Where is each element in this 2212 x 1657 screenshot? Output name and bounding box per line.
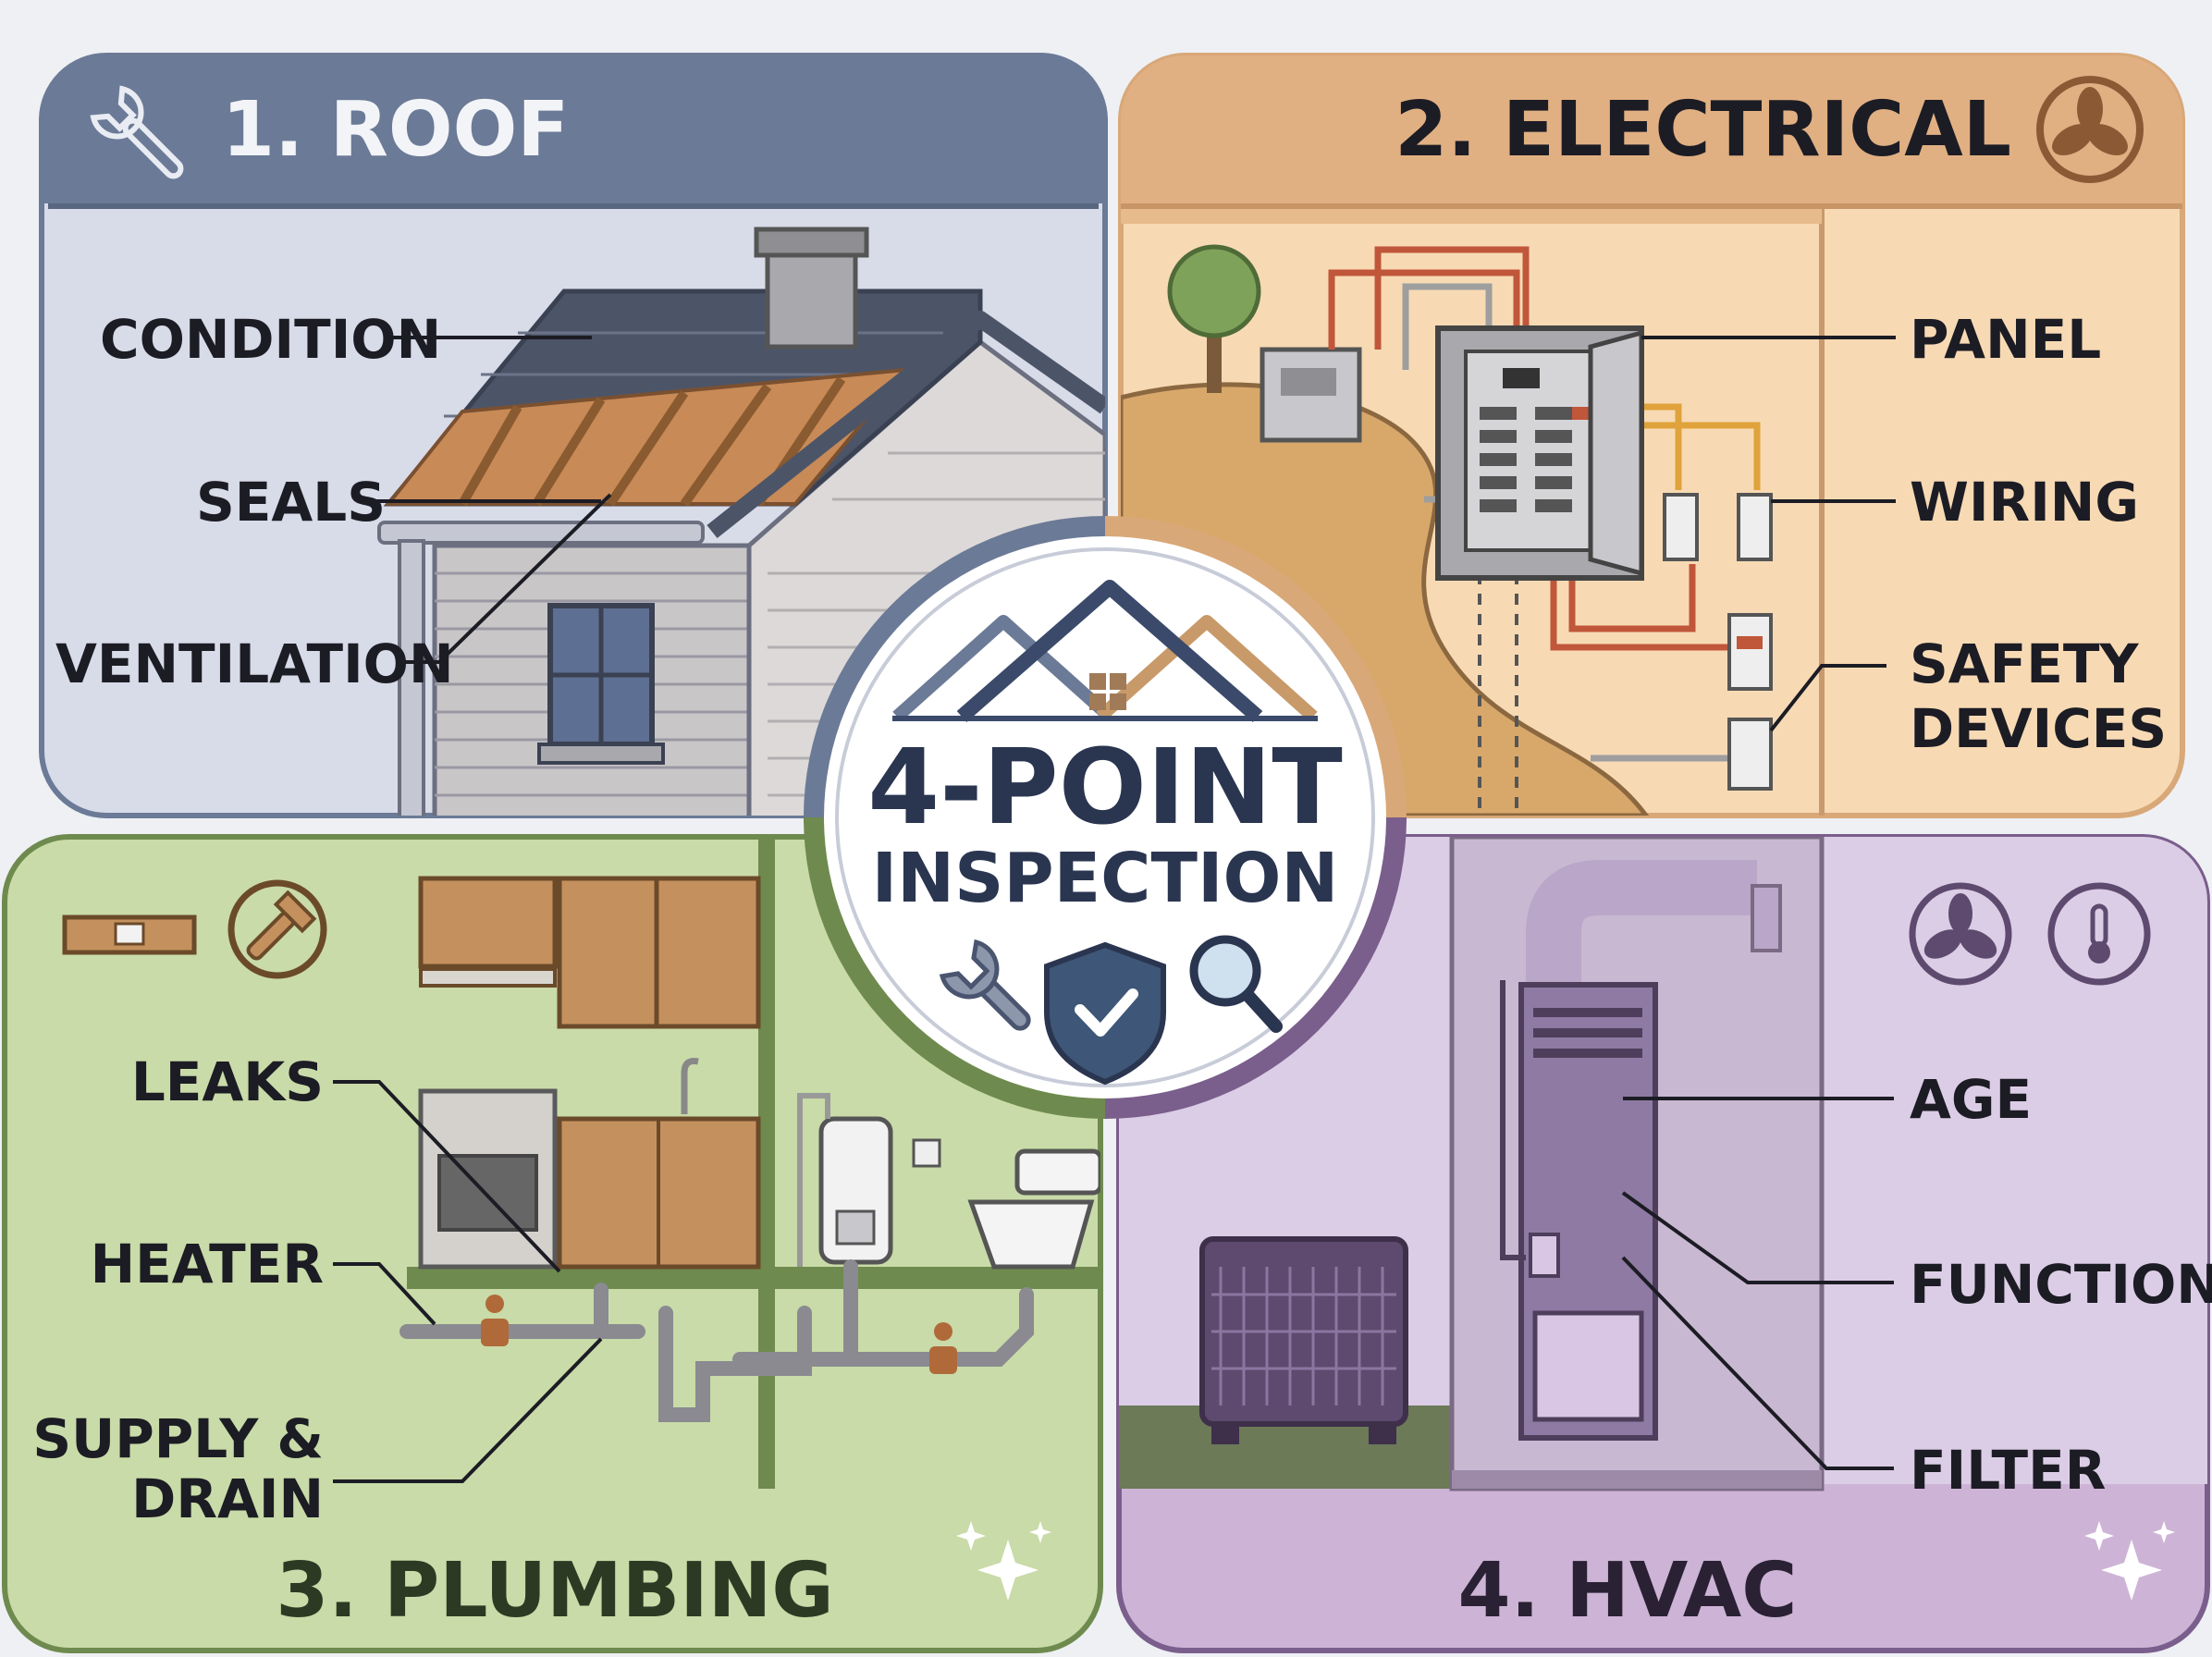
furnace-illustration [1500, 860, 1782, 1441]
label-leaks: LEAKS [131, 1050, 324, 1113]
tree-illustration [1167, 244, 1261, 393]
fan-icon [1909, 882, 2012, 986]
thermometer-icon [2047, 882, 2151, 986]
label-seals: SEALS [196, 471, 386, 534]
plumbing-title: 3. PLUMBING [276, 1547, 833, 1635]
center-title-line1: 4-POINT [867, 728, 1343, 848]
label-condition: CONDITION [100, 308, 441, 371]
label-filter: FILTER [1910, 1439, 2106, 1502]
center-title-line2: INSPECTION [872, 839, 1339, 918]
sparkle-icon [2084, 1521, 2175, 1601]
sparkle-icon [956, 1521, 1051, 1601]
center-badge: 4-POINT INSPECTION [804, 516, 1407, 1119]
label-panel: PANEL [1910, 308, 2101, 371]
plumbing-callouts [333, 1080, 603, 1483]
shield-check-icon [1044, 941, 1166, 1086]
house-logo [892, 580, 1318, 723]
ac-unit-illustration [1199, 1236, 1408, 1444]
level-icon [62, 914, 197, 955]
pipe-wrench-icon [227, 879, 327, 979]
electrical-title: 2. ELECTRICAL [1395, 86, 2011, 174]
label-devices: DEVICES [1910, 697, 2167, 760]
label-ventilation: VENTILATION [55, 632, 454, 695]
wrench-icon [939, 939, 1031, 1031]
label-wiring: WIRING [1910, 471, 2139, 534]
label-drain: DRAIN [131, 1467, 324, 1530]
label-age: AGE [1910, 1068, 2032, 1131]
fan-icon [2036, 76, 2144, 183]
magnifier-icon [1189, 935, 1283, 1033]
roof-callouts [370, 336, 612, 664]
hvac-callouts [1621, 1097, 1894, 1470]
hvac-title: 4. HVAC [1458, 1547, 1798, 1635]
plumbing-quadrant: LEAKS HEATER SUPPLY & DRAIN 3. PLUMBING [2, 834, 1103, 1653]
roof-title: 1. ROOF [222, 86, 569, 174]
label-safety: SAFETY [1910, 632, 2139, 695]
wrench-icon [90, 85, 184, 179]
electrical-quadrant: 2. ELECTRICAL PANEL WIRING SAFETY DEVICE… [1118, 53, 2185, 818]
electrical-callouts [1641, 336, 1896, 732]
label-supply: SUPPLY & [32, 1407, 324, 1470]
label-function: FUNCTION [1910, 1253, 2212, 1316]
label-heater: HEATER [91, 1233, 324, 1295]
electrical-panel-illustration [1435, 325, 1644, 581]
